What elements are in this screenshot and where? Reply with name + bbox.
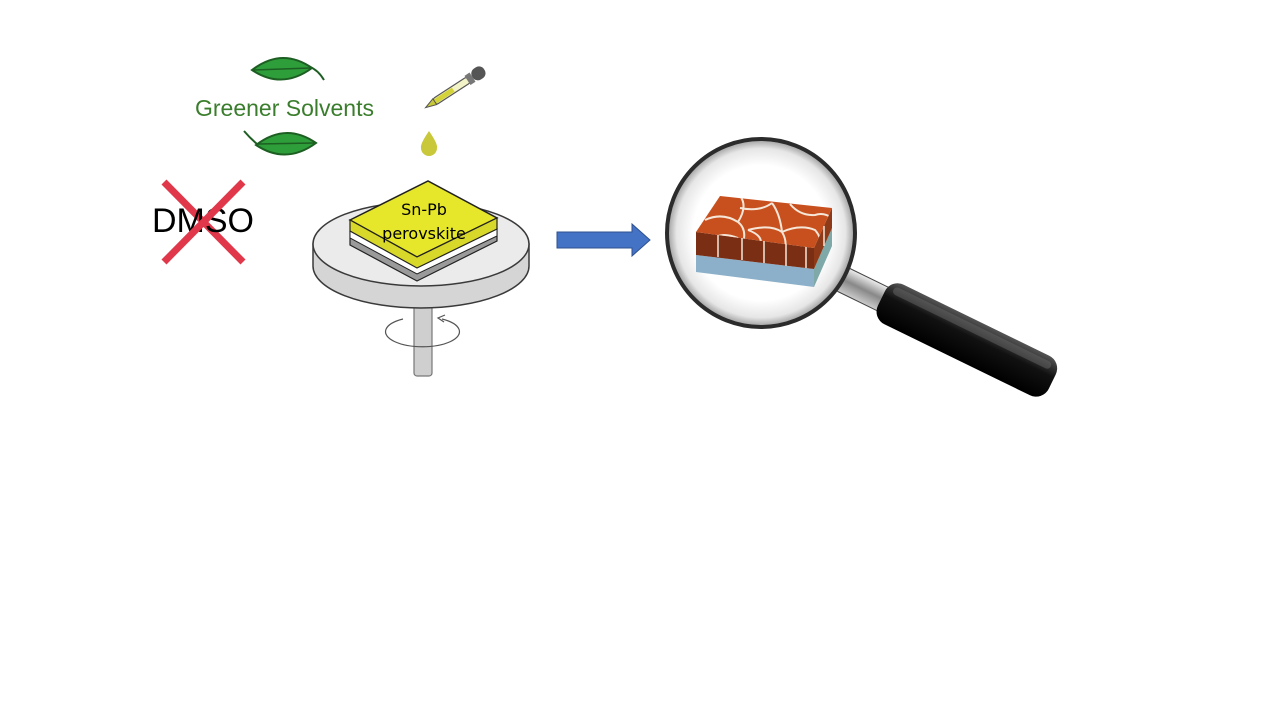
leaf-icon	[243, 130, 318, 156]
process-arrow-icon	[556, 222, 651, 258]
film-stack-icon	[696, 196, 832, 287]
magnifier-icon	[665, 137, 1058, 397]
film-label-line1: Sn-Pb	[401, 200, 447, 219]
greener-solvents-label: Greener Solvents	[195, 95, 374, 121]
rotation-arrow-icon	[384, 314, 461, 348]
spin-coater-icon: Sn-Pb perovskite	[312, 180, 530, 377]
leaf-icon	[250, 57, 325, 81]
film-label-line2: perovskite	[382, 224, 466, 243]
droplet-icon	[420, 131, 438, 156]
dropper-icon	[424, 66, 486, 109]
